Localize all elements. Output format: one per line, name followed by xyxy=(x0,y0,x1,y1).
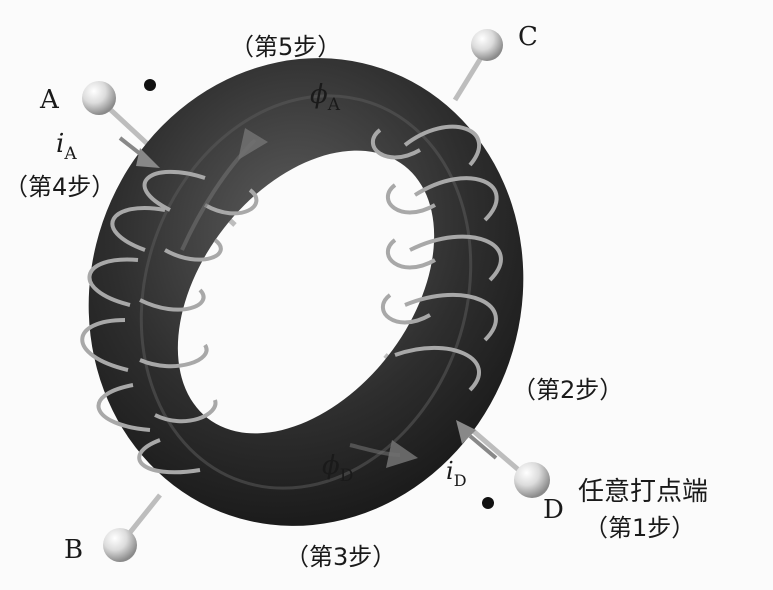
current-d-arrow xyxy=(456,420,476,444)
polarity-dot-a xyxy=(144,79,156,91)
arbitrary-dot-end-label: 任意打点端 xyxy=(578,477,708,507)
step2-label: （第2步） xyxy=(512,376,623,404)
terminals xyxy=(82,29,550,562)
step4-label: （第4步） xyxy=(4,173,115,201)
terminal-a-label: A xyxy=(39,85,60,115)
step3-label: （第3步） xyxy=(285,543,396,571)
flux-d-label: ϕD xyxy=(322,451,353,486)
step5-label: （第5步） xyxy=(230,33,341,61)
flux-arrows xyxy=(180,128,418,468)
current-a-label: iA xyxy=(56,129,77,164)
current-d-label: iD xyxy=(446,457,467,490)
current-a-arrow xyxy=(136,148,160,168)
terminal-b-ball xyxy=(103,528,137,562)
current-arrows xyxy=(118,136,498,460)
coil-right xyxy=(370,124,503,392)
terminal-d-label: D xyxy=(543,495,564,525)
terminal-d-ball xyxy=(514,462,550,498)
flux-a-label: ϕA xyxy=(310,80,341,115)
polarity-dot-d xyxy=(482,497,494,509)
coil-left xyxy=(80,169,259,475)
terminal-a-ball xyxy=(82,81,116,115)
terminal-c-ball xyxy=(471,29,503,61)
step1-label: （第1步） xyxy=(584,514,695,542)
flux-d-arrow xyxy=(386,440,418,468)
terminal-c-label: C xyxy=(518,22,538,52)
terminal-b-label: B xyxy=(64,535,83,565)
